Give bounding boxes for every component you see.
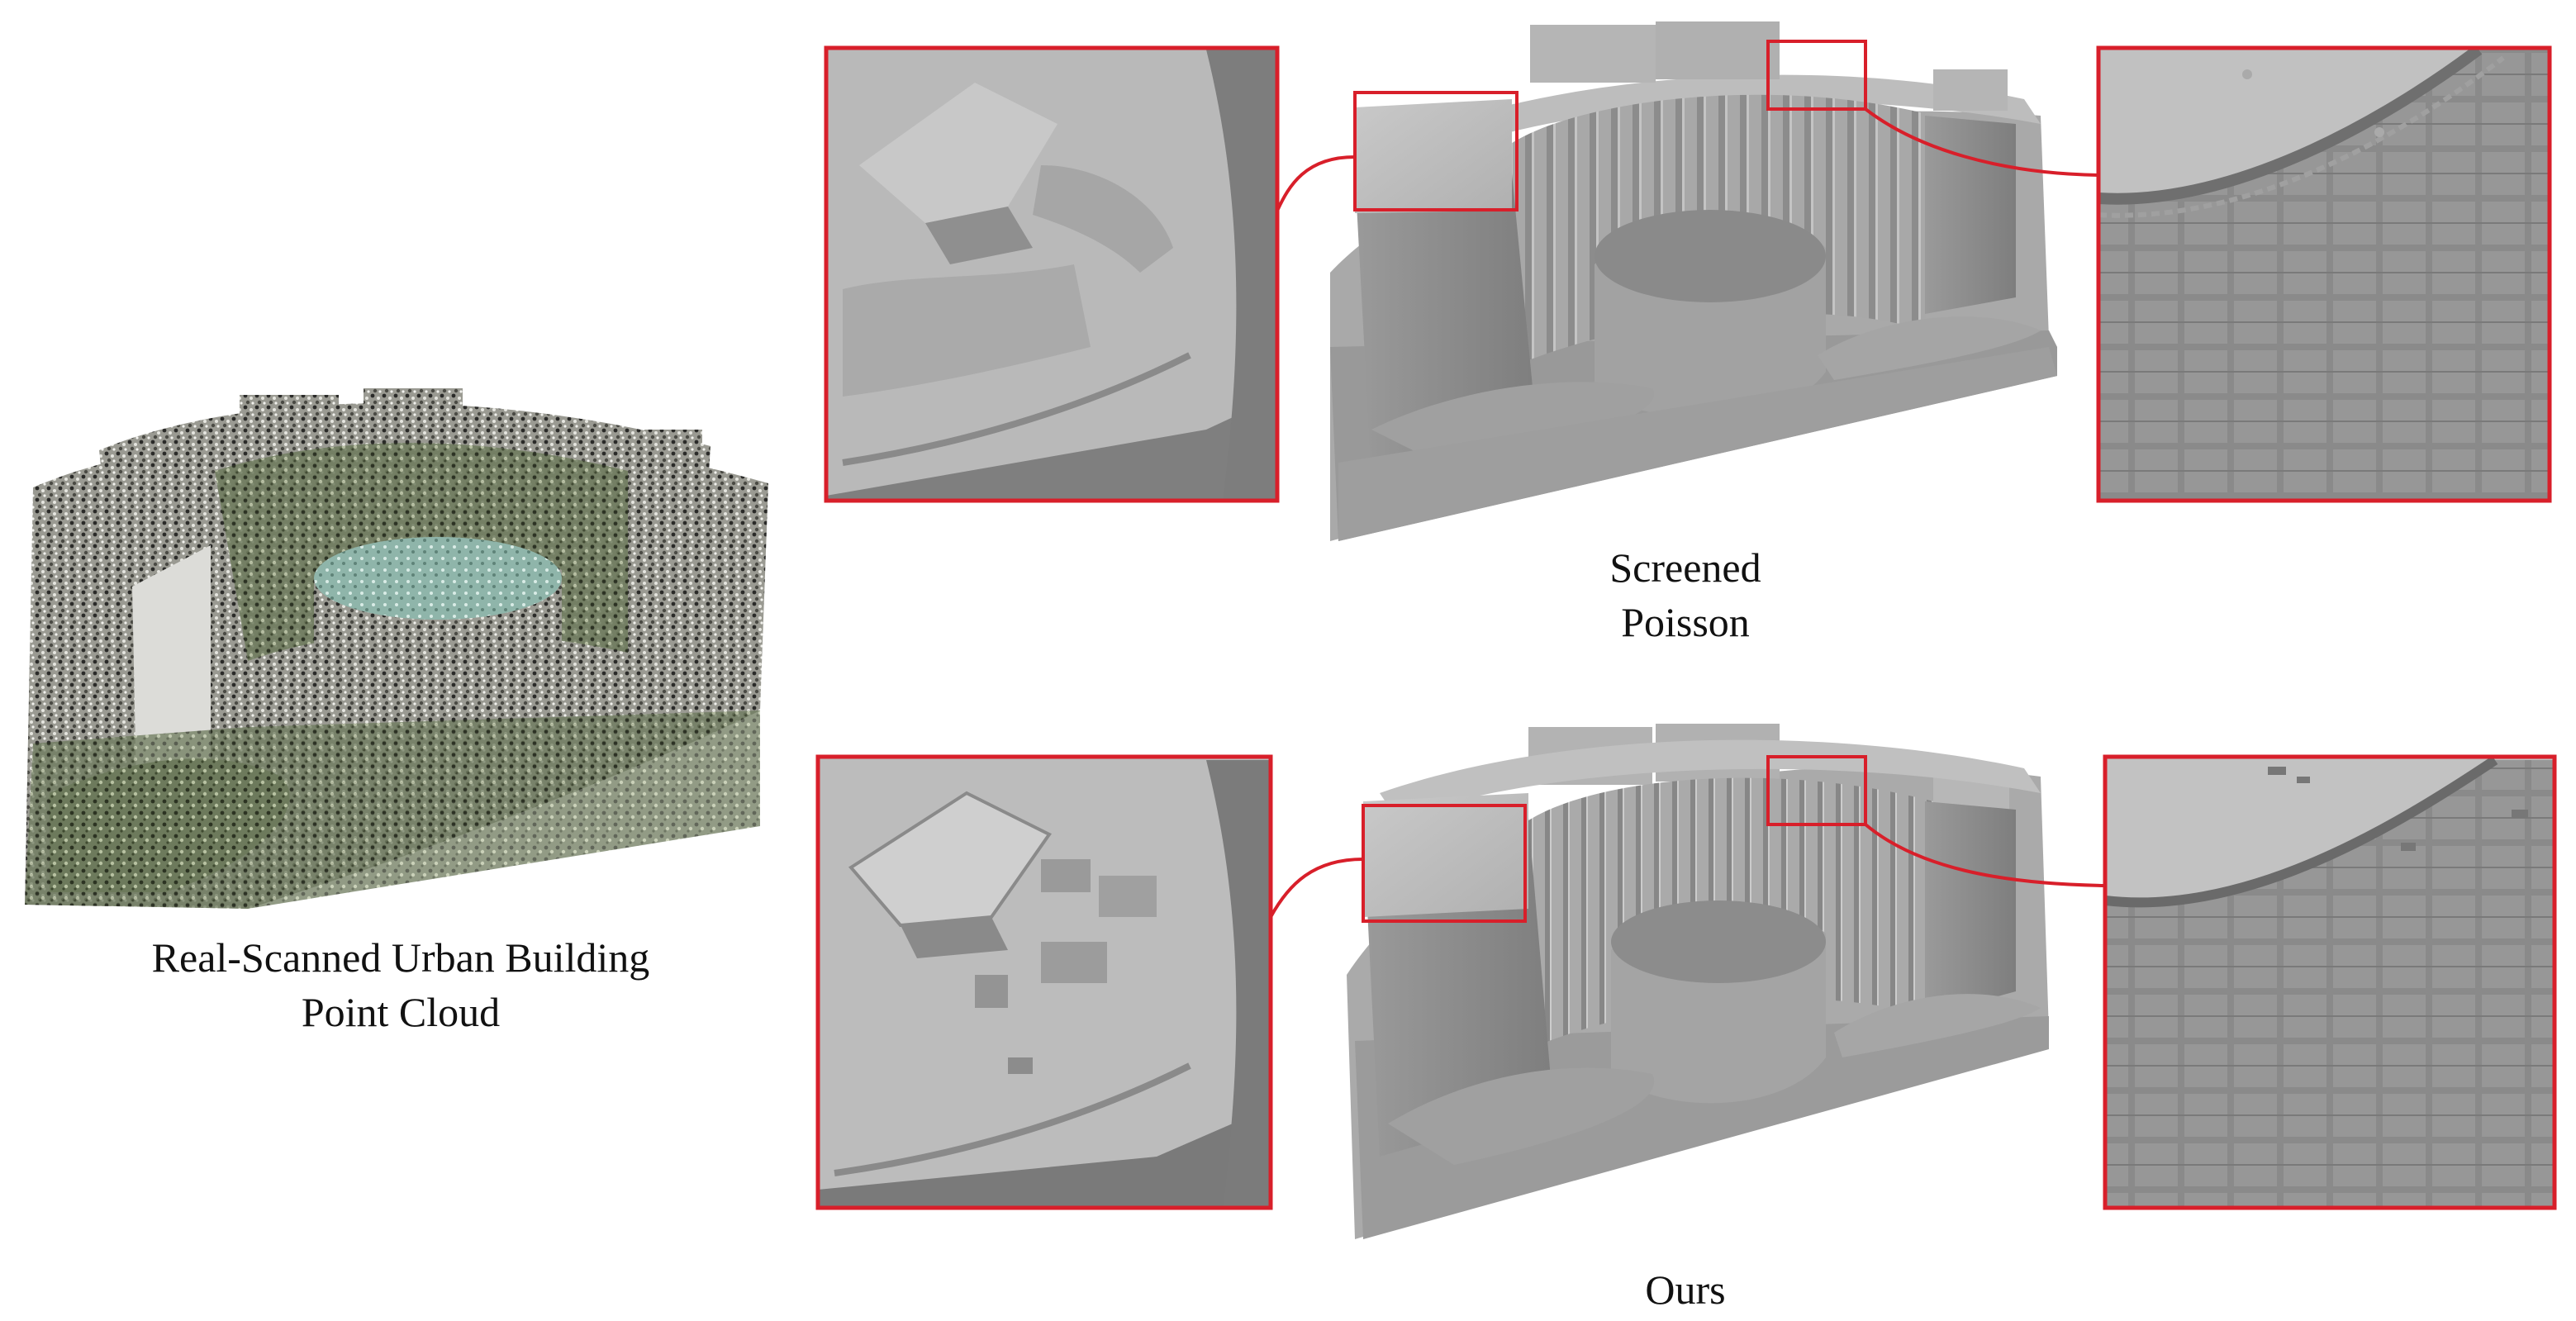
point-cloud-caption: Real-Scanned Urban Building Point Cloud <box>66 930 735 1039</box>
poisson-caption-line-1: Screened <box>1609 544 1761 591</box>
poisson-zoom-left <box>824 45 1280 503</box>
point-cloud-render <box>25 388 768 909</box>
poisson-render <box>1276 21 2099 541</box>
poisson-zoom-right <box>2096 45 2552 503</box>
point-cloud-caption-line-1: Real-Scanned Urban Building <box>151 934 650 981</box>
ours-zoom-left <box>815 754 1273 1210</box>
ours-caption: Ours <box>1520 1262 1851 1317</box>
point-cloud-caption-line-2: Point Cloud <box>301 989 501 1035</box>
ours-zoom-right <box>2103 754 2557 1210</box>
ours-caption-line-1: Ours <box>1645 1266 1726 1313</box>
ours-render <box>1269 724 2106 1239</box>
poisson-caption: Screened Poisson <box>1520 540 1851 649</box>
poisson-caption-line-2: Poisson <box>1621 599 1750 645</box>
